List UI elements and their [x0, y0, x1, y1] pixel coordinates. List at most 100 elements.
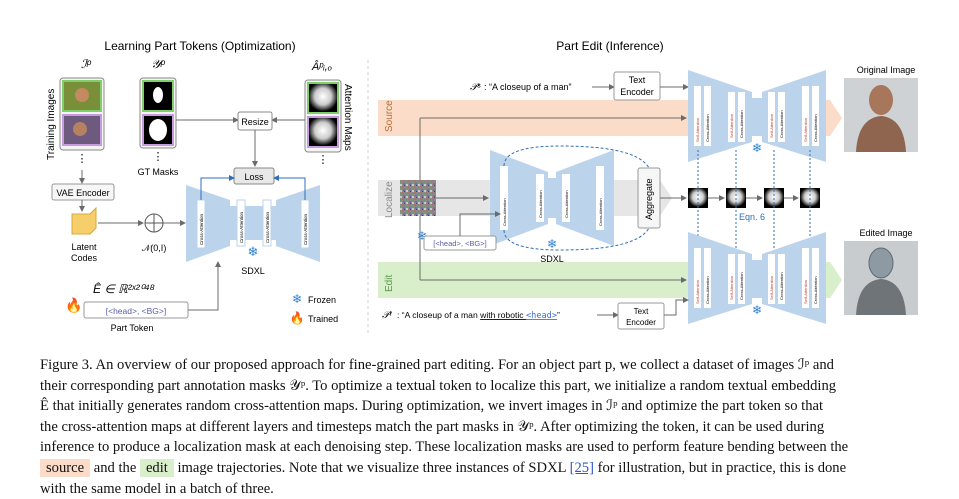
left-cross-attention-2-label: Cross-Attention [239, 211, 244, 243]
edit-self-attn-4 [802, 248, 809, 308]
part-token-label: Part Token [111, 323, 154, 333]
attn-dots: ⋮ [318, 154, 329, 166]
encoder-to-edit-unet-arrow [664, 297, 689, 316]
caption-line-4: the cross-attention maps at different la… [40, 418, 825, 435]
localize-frozen-icon: ❄ [547, 237, 557, 251]
text-encoder-top-1: Text [629, 75, 646, 85]
source-cross-attn-2-label: Cross-Attention [739, 110, 744, 138]
training-image-1-face [75, 88, 89, 102]
text-encoder-bottom-1: Text [634, 307, 649, 316]
caption-line-6-rest: image trajectories. Note that we visuali… [173, 459, 570, 476]
localize-cross-attn-2-label: Cross-Attention [538, 190, 543, 218]
figure-diagram: Learning Part Tokens (Optimization) ℐᵖ ⋮… [46, 39, 918, 335]
edit-self-attn-3 [768, 254, 775, 304]
loss-label: Loss [244, 172, 264, 182]
eqn-label: Eqn. 6 [739, 212, 765, 222]
source-cross-attn-3 [778, 92, 785, 142]
localize-cross-attn-3-label: Cross-Attention [564, 190, 569, 218]
caption-line-6-end: for illustration, but in practice, this … [593, 459, 847, 476]
caption-reference-link[interactable]: [25] [569, 459, 594, 476]
caption-line-2: their corresponding part annotation mask… [40, 377, 837, 394]
left-cross-attention-4-label: Cross-Attention [303, 213, 308, 245]
source-self-attn-1-label: Self-Attention [695, 118, 700, 142]
embed-label: Ê ∈ ℝ²ˣ²⁰⁴⁸ [93, 281, 155, 296]
latent-label-2: Codes [71, 253, 98, 263]
training-images-label: Training Images [46, 89, 57, 160]
caption-source-highlight: source [40, 458, 91, 477]
gt-mask-2-shape [149, 119, 167, 141]
edit-prompt-pre: : “A closeup of a man [397, 310, 480, 320]
left-cross-attention-2 [236, 199, 246, 247]
unet-to-loss-connector-left [200, 175, 235, 200]
edit-frozen-icon: ❄ [752, 303, 762, 317]
token-to-localize-arrow [459, 211, 501, 236]
edit-self-attn-3-label: Self-Attention [769, 276, 774, 300]
aggregate-label: Aggregate [644, 178, 654, 220]
source-self-attn-4 [802, 86, 809, 146]
source-self-attn-3-label: Self-Attention [769, 114, 774, 138]
unet-to-loss-connector-right [273, 175, 306, 200]
gt-masks-label: GT Masks [138, 167, 179, 177]
left-panel-title: Learning Part Tokens (Optimization) [104, 39, 295, 53]
edit-unet-bottleneck [752, 260, 762, 298]
edit-self-attn-1 [694, 248, 701, 308]
original-image-head [869, 85, 893, 115]
source-self-attn-2-label: Self-Attention [729, 114, 734, 138]
caption-edit-highlight: edit [139, 458, 174, 477]
caption-line-3: Ê that initially generates random cross-… [40, 398, 824, 415]
source-cross-attn-1-label: Cross-Attention [705, 114, 710, 142]
right-panel-title: Part Edit (Inference) [556, 39, 663, 53]
text-encoder-bottom-2: Encoder [626, 318, 656, 327]
edit-prompt-underline: with robotic [479, 310, 526, 320]
noise-label: 𝒩(0,I) [142, 243, 167, 253]
yp-label: 𝒴ᵖ [151, 57, 165, 71]
source-cross-attn-4-label: Cross-Attention [813, 114, 818, 142]
gt-dots: ⋮ [153, 151, 164, 163]
localize-cross-attn-1-label: Cross-Attention [502, 198, 507, 226]
left-cross-attention-1-label: Cross-Attention [199, 213, 204, 245]
edit-cross-attn-4 [812, 248, 819, 308]
edit-cross-attn-2-label: Cross-Attention [739, 272, 744, 300]
source-frozen-icon: ❄ [752, 141, 762, 155]
source-prompt-text: : “A closeup of a man” [484, 82, 572, 92]
vae-label: VAE Encoder [56, 188, 109, 198]
localize-label: Localize [384, 181, 395, 218]
localize-cross-attn-4 [596, 166, 604, 230]
edit-cross-attn-3-label: Cross-Attention [779, 272, 784, 300]
localize-collect-path-bottom [503, 225, 651, 251]
localize-cross-attn-3 [562, 174, 570, 222]
gt-mask-1-shape [153, 87, 163, 103]
latent-label-1: Latent [71, 242, 97, 252]
caption-line-7: with the same model in a batch of three. [40, 480, 274, 497]
edit-cross-attn-1 [704, 248, 711, 308]
localize-unet-bottleneck [548, 178, 556, 218]
edit-prompt-post: ” [557, 310, 560, 320]
caption-and: and the [90, 459, 140, 476]
edit-self-attn-2-label: Self-Attention [729, 276, 734, 300]
edit-cross-attn-3 [778, 254, 785, 304]
training-image-2-face [73, 122, 87, 136]
edited-image-label: Edited Image [859, 228, 912, 238]
unet-encoder-left [186, 185, 230, 262]
left-cross-attention-3-label: Cross-Attention [265, 211, 270, 243]
edit-label: Edit [384, 275, 395, 292]
original-image-label: Original Image [857, 65, 916, 75]
source-self-attn-2 [728, 92, 735, 142]
original-image-body [856, 116, 906, 152]
attn-symbol: Âᵖᵢ,ₒ [311, 60, 332, 73]
edited-image-robot-head [868, 247, 894, 279]
caption-line-6: source and the edit image trajectories. … [40, 458, 930, 479]
figure-caption: Figure 3. An overview of our proposed ap… [40, 355, 930, 499]
text-encoder-box-top [613, 71, 661, 101]
legend-trained-label: Trained [308, 314, 338, 324]
edit-self-attn-1-label: Self-Attention [695, 280, 700, 304]
edit-prompt-head-token: <head> [526, 311, 557, 321]
legend-trained-icon: 🔥 [290, 311, 305, 325]
edit-cross-attn-1-label: Cross-Attention [705, 276, 710, 304]
unet-decoder-left [276, 185, 320, 262]
ip-label: ℐᵖ [81, 57, 92, 71]
trained-flame-icon: 🔥 [65, 297, 82, 314]
attention-map-1 [307, 82, 339, 114]
source-label: Source [384, 100, 395, 132]
source-prompt-symbol: 𝒫ˢ [470, 82, 481, 93]
